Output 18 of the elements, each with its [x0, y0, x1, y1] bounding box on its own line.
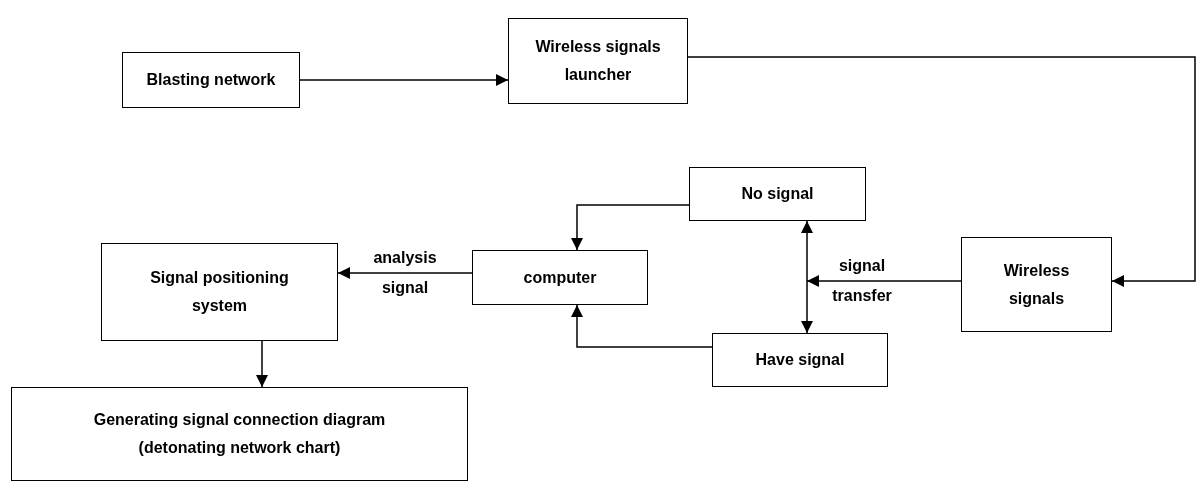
process-box: computer: [472, 250, 648, 305]
process-box: Generating signal connection diagram (detonating network chart): [11, 387, 468, 481]
arrow: [337, 267, 473, 279]
arrow: [299, 74, 509, 86]
arrow: [806, 275, 962, 287]
arrow: [687, 56, 1196, 287]
arrow: [801, 220, 813, 334]
edge-label: analysis signal: [372, 248, 438, 298]
process-box: Wireless signals launcher: [508, 18, 688, 104]
arrow: [256, 340, 268, 388]
arrow: [571, 304, 713, 348]
process-box: Blasting network: [122, 52, 300, 108]
process-box: Wireless signals: [961, 237, 1112, 332]
arrow: [571, 204, 690, 251]
process-box: Signal positioning system: [101, 243, 338, 341]
process-box: No signal: [689, 167, 866, 221]
edge-label: signal transfer: [831, 256, 893, 306]
process-box: Have signal: [712, 333, 888, 387]
